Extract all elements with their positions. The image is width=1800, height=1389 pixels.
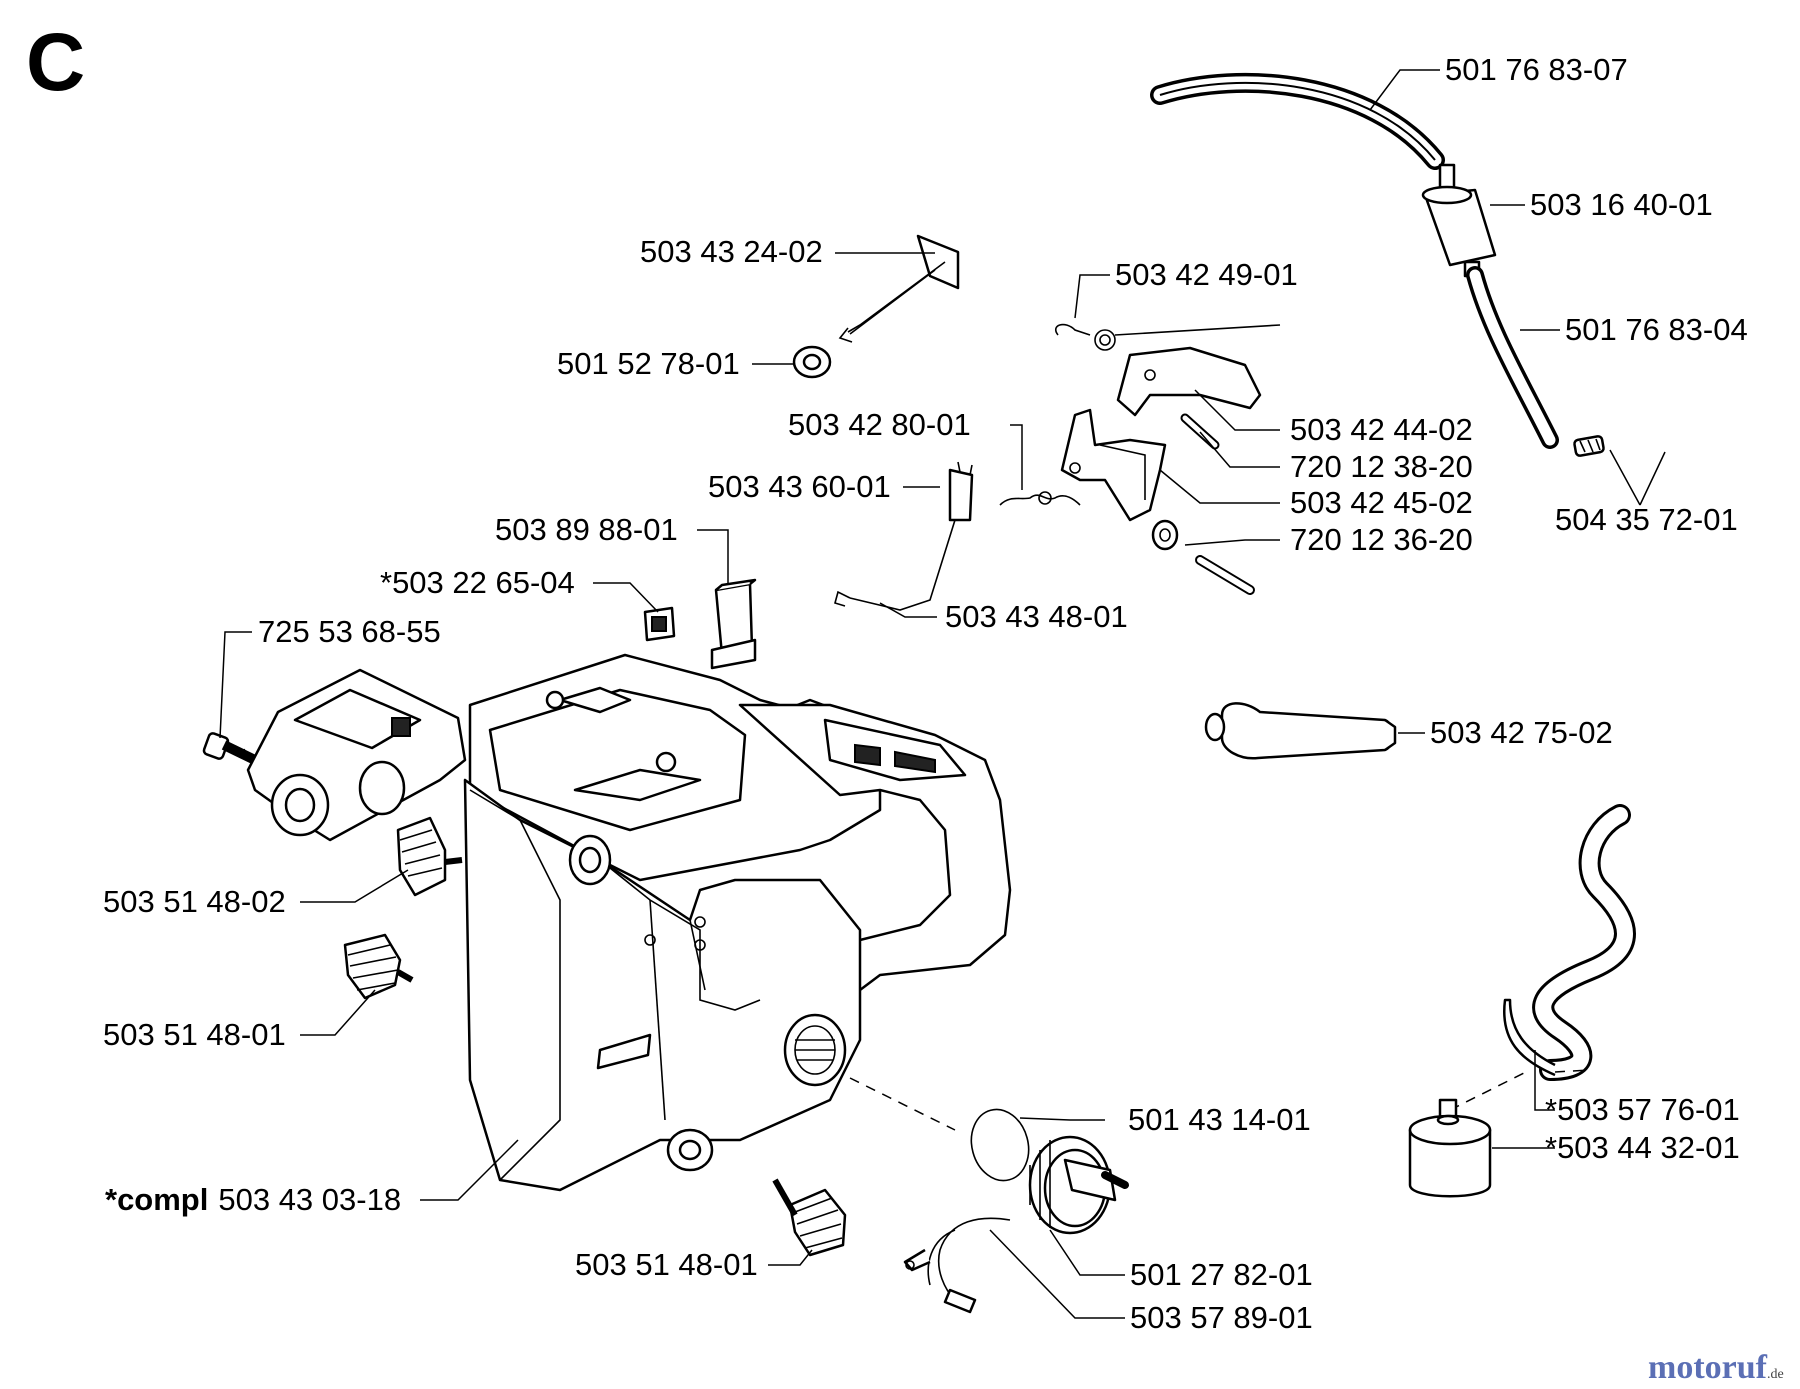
part-label: 504 35 72-01 (1555, 502, 1738, 537)
pin-long-part (1195, 555, 1255, 595)
av-buffer-lower-part (772, 1178, 847, 1257)
part-label: 501 76 83-07 (1445, 52, 1628, 87)
strainer-part (1573, 435, 1605, 457)
part-label: *compl 503 43 03-18 (105, 1182, 401, 1217)
strap-part (903, 1217, 1011, 1314)
pin-part (1180, 413, 1220, 450)
stop-switch-part (710, 578, 757, 670)
fuel-hose-lower-part (1466, 266, 1559, 449)
screw-part (202, 732, 258, 765)
small-spring-part (999, 491, 1081, 506)
part-label: 503 51 48-02 (103, 884, 286, 919)
fuel-hose-part (1150, 72, 1445, 170)
oil-filter-part (1408, 1098, 1492, 1198)
tank-housing-part (246, 653, 1012, 1192)
part-labels: 501 76 83-07 503 16 40-01 501 76 83-04 5… (103, 52, 1748, 1335)
oil-cap-part (1028, 1135, 1129, 1235)
part-label: *503 57 76-01 (1545, 1092, 1740, 1127)
av-buffer-upper-part (396, 816, 463, 897)
part-label: 501 27 82-01 (1130, 1257, 1313, 1292)
part-label: 720 12 36-20 (1290, 522, 1473, 557)
fuel-filter-part (1421, 163, 1497, 278)
part-label: 725 53 68-55 (258, 614, 441, 649)
part-label: 501 76 83-04 (1565, 312, 1748, 347)
trigger-lockout-part (1116, 346, 1262, 417)
handle-grip-part (1204, 702, 1397, 760)
part-label: 503 89 88-01 (495, 512, 678, 547)
part-label: 503 42 49-01 (1115, 257, 1298, 292)
av-buffer-middle-part (343, 933, 414, 1000)
part-label: *503 44 32-01 (1545, 1130, 1740, 1165)
throttle-rod-part (838, 234, 960, 343)
part-label: 503 42 45-02 (1290, 485, 1473, 520)
leader-lines (219, 69, 1666, 1319)
part-label: 503 43 60-01 (708, 469, 891, 504)
part-label: 503 51 48-01 (103, 1017, 286, 1052)
part-label-number: 503 43 03-18 (218, 1182, 401, 1217)
trigger-washer-part (1151, 519, 1179, 551)
part-label: 503 57 89-01 (1130, 1300, 1313, 1335)
part-label: *503 22 65-04 (380, 565, 575, 600)
part-label: 503 43 48-01 (945, 599, 1128, 634)
throttle-link-part (948, 461, 974, 522)
section-letter: C (26, 17, 85, 108)
part-label: 503 43 24-02 (640, 234, 823, 269)
svg-text:motoruf.de: motoruf.de (1648, 1349, 1784, 1386)
part-label: 503 51 48-01 (575, 1247, 758, 1282)
grommet-part (643, 606, 676, 642)
part-label: 501 43 14-01 (1128, 1102, 1311, 1137)
watermark-brand: motoruf (1648, 1349, 1768, 1386)
oil-hose-part (1449, 804, 1636, 1111)
throttle-trigger-part (1060, 408, 1167, 522)
watermark-logo: motoruf.de (1648, 1349, 1784, 1386)
washer-part (792, 345, 832, 379)
part-label: 503 16 40-01 (1530, 187, 1713, 222)
part-label-prefix: *compl (105, 1182, 208, 1217)
part-label: 503 42 80-01 (788, 407, 971, 442)
o-ring-part (970, 1108, 1030, 1182)
watermark-suffix: .de (1767, 1367, 1784, 1382)
part-label: 503 42 75-02 (1430, 715, 1613, 750)
part-label: 720 12 38-20 (1290, 449, 1473, 484)
part-label: 501 52 78-01 (557, 346, 740, 381)
spring-part (1055, 323, 1281, 351)
choke-rod-part (834, 519, 956, 611)
part-label: 503 42 44-02 (1290, 412, 1473, 447)
